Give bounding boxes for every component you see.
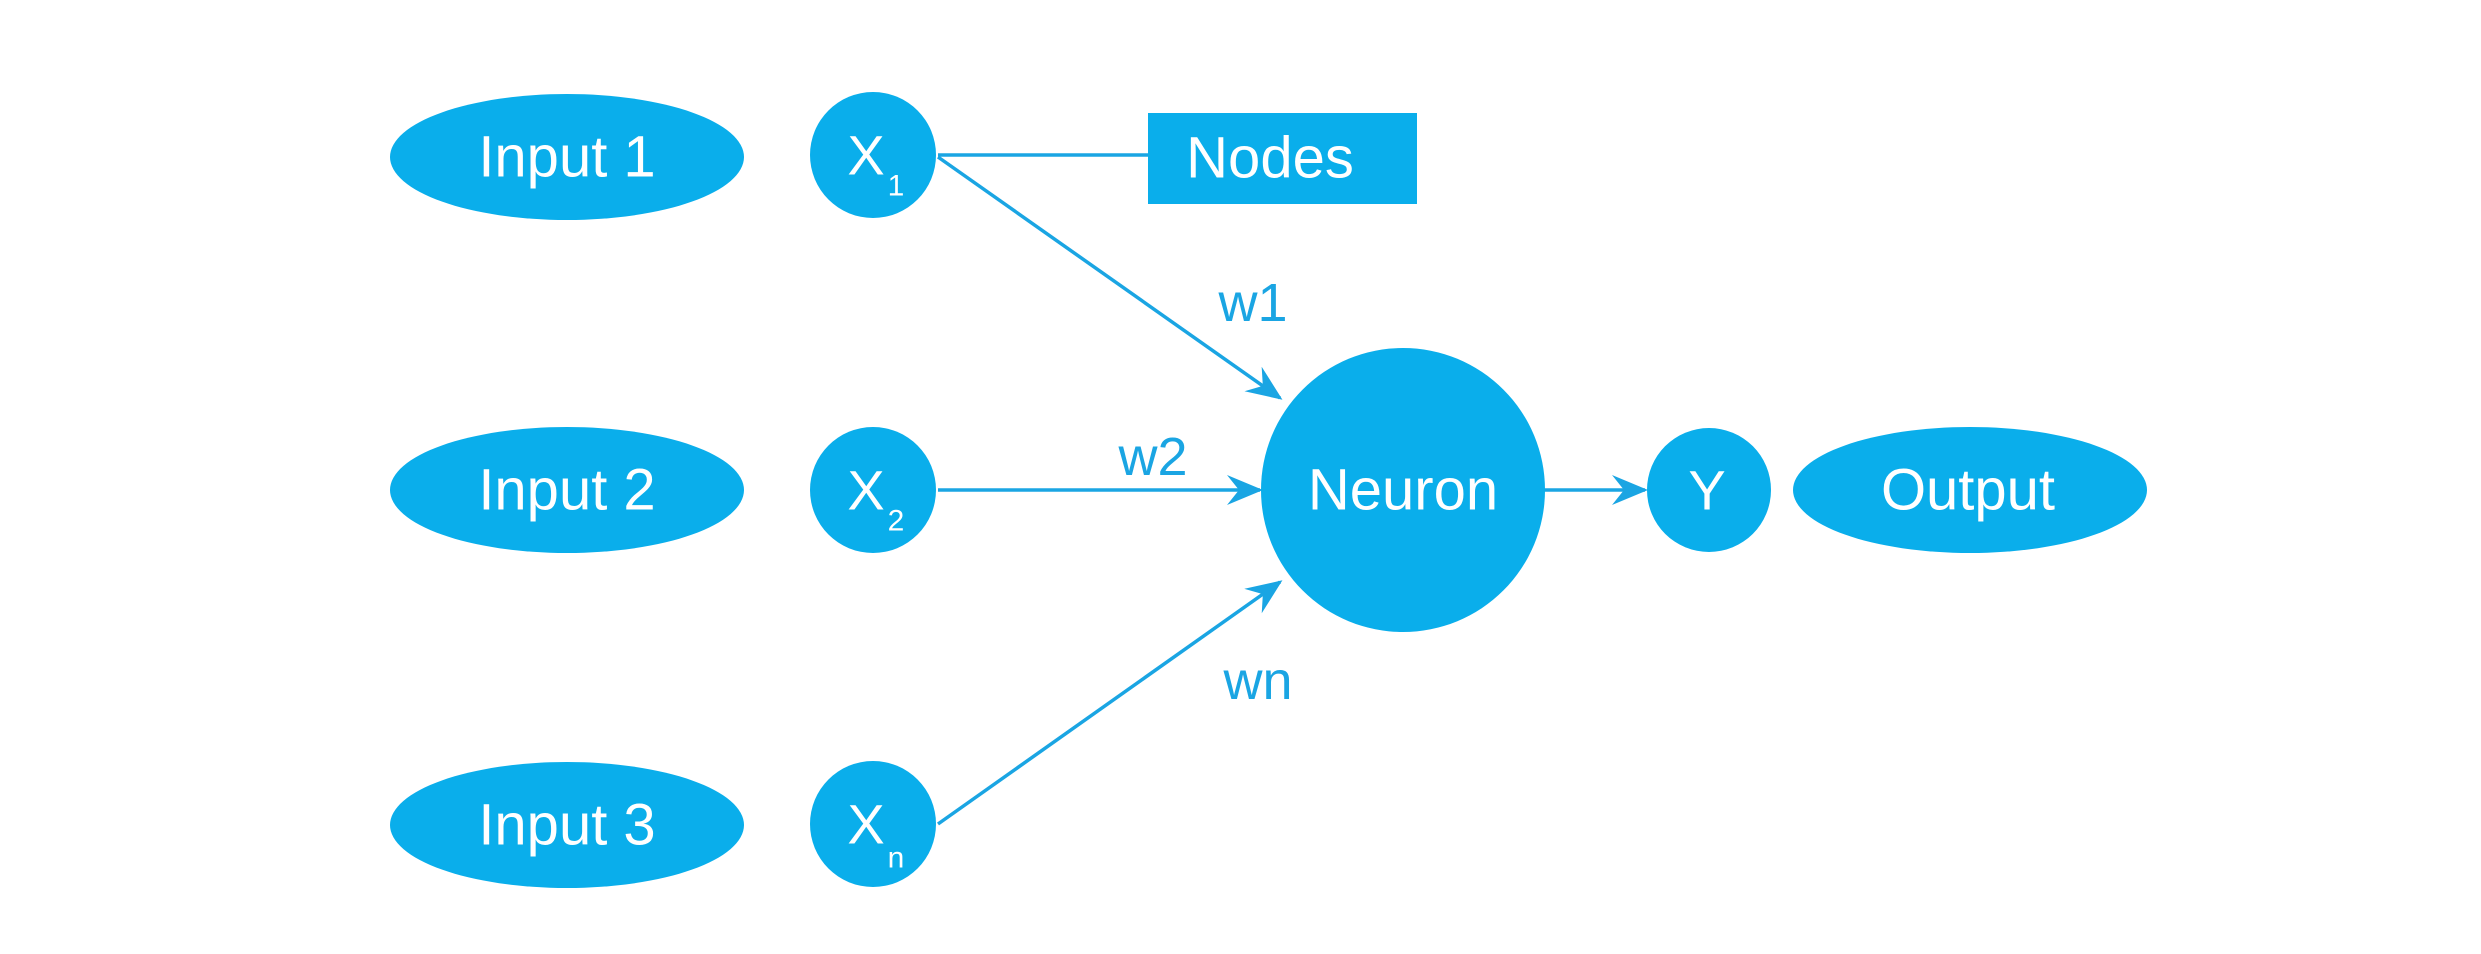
input-3-label: Input 3: [478, 793, 655, 858]
input-1: Input 1: [390, 94, 744, 220]
input-1-label: Input 1: [478, 125, 655, 190]
y-label: Y: [1688, 459, 1725, 522]
connections: [936, 153, 1648, 826]
xn-subscript: n: [888, 842, 905, 875]
nodes-box: Nodes: [1148, 113, 1417, 204]
output-ellipse: [1793, 427, 2147, 553]
input-2: Input 2: [390, 427, 744, 553]
neuron-circle: [1261, 348, 1545, 632]
y-circle: [1647, 428, 1771, 552]
nodes-rect: [1148, 113, 1417, 204]
input-1-ellipse: [390, 94, 744, 220]
output-label: Output: [1881, 458, 2055, 523]
input-3-ellipse: [390, 762, 744, 888]
xn-circle: [810, 761, 936, 887]
weight-label-w2: w2: [1117, 427, 1187, 487]
x1-circle: [810, 92, 936, 218]
x1-node: X 1: [810, 92, 936, 218]
input-2-label: Input 2: [478, 458, 655, 523]
input-2-ellipse: [390, 427, 744, 553]
input-3: Input 3: [390, 762, 744, 888]
edge-x1-to-neuron: [936, 155, 1283, 400]
edge-xn-to-neuron: [936, 580, 1283, 826]
x1-subscript: 1: [888, 170, 905, 203]
neuron-node: Neuron: [1261, 348, 1545, 632]
nodes-label: Nodes: [1186, 126, 1354, 191]
y-node: Y: [1647, 428, 1771, 552]
xn-node: X n: [810, 761, 936, 887]
output-node: Output: [1793, 427, 2147, 553]
x2-subscript: 2: [888, 505, 905, 538]
weight-label-wn: wn: [1222, 651, 1292, 711]
x1-var: X: [847, 124, 884, 187]
neuron-label: Neuron: [1308, 458, 1498, 523]
x2-var: X: [847, 459, 884, 522]
x2-circle: [810, 427, 936, 553]
x2-node: X 2: [810, 427, 936, 553]
xn-var: X: [847, 793, 884, 856]
weight-label-w1: w1: [1217, 273, 1287, 333]
